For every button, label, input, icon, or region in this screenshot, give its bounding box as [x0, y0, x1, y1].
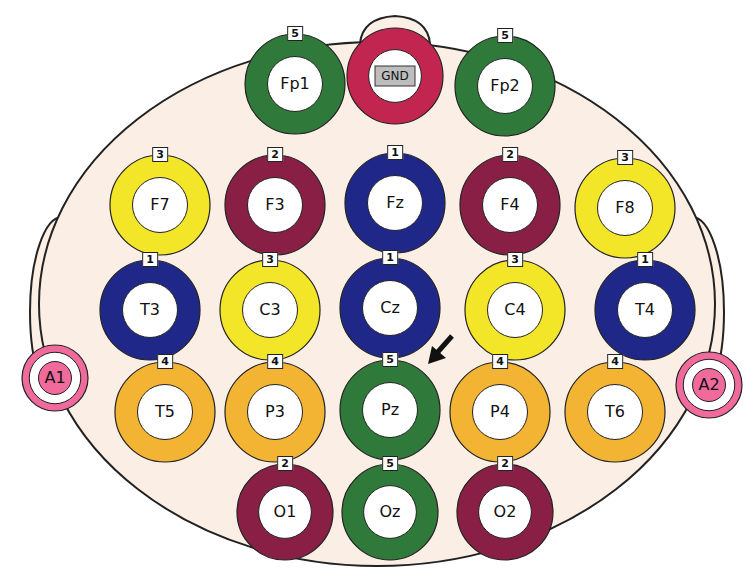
- electrode-label: T3: [140, 302, 160, 318]
- electrode: A1: [20, 343, 90, 413]
- callout-number: 2: [277, 456, 293, 471]
- electrode-label: O1: [274, 504, 297, 520]
- electrode-label: GND: [381, 70, 409, 82]
- callout-number: 5: [287, 26, 303, 41]
- callout-number: 2: [267, 147, 283, 162]
- callout-number: 3: [262, 252, 278, 267]
- electrode: 3C4: [463, 258, 567, 362]
- electrode-label: Oz: [380, 504, 401, 520]
- callout-number: 2: [497, 456, 513, 471]
- callout-number: 1: [382, 250, 398, 265]
- electrode-label: F3: [265, 197, 284, 213]
- electrode: 2O2: [455, 462, 555, 562]
- electrode-label: P4: [490, 404, 510, 420]
- electrode: 5Pz: [338, 358, 442, 462]
- electrode: 4T5: [113, 360, 217, 464]
- pointer-arrow: [428, 336, 452, 364]
- electrode: 2F4: [458, 153, 562, 257]
- electrode: 1T3: [98, 258, 202, 362]
- callout-number: 3: [507, 252, 523, 267]
- callout-number: 4: [267, 354, 283, 369]
- electrode: 4P4: [448, 360, 552, 464]
- callout-number: 4: [492, 354, 508, 369]
- electrode: 3F8: [573, 156, 677, 260]
- callout-number: 1: [637, 252, 653, 267]
- electrode-label: T6: [605, 404, 625, 420]
- electrode: 5Oz: [340, 462, 440, 562]
- electrode: 2F3: [223, 153, 327, 257]
- electrode: 1Fz: [343, 151, 447, 255]
- callout-number: 3: [152, 147, 168, 162]
- electrode: 5Fp2: [453, 34, 557, 138]
- callout-number: 5: [497, 28, 513, 43]
- electrode-label: C4: [504, 302, 525, 318]
- electrode: 4T6: [563, 360, 667, 464]
- electrode-label: F7: [150, 197, 169, 213]
- callout-number: 5: [382, 456, 398, 471]
- electrode: 4P3: [223, 360, 327, 464]
- callout-number: 4: [607, 354, 623, 369]
- electrode-label: F4: [500, 197, 519, 213]
- electrode-label: Fp2: [490, 78, 520, 94]
- electrode-label: T4: [635, 302, 655, 318]
- electrode: A2: [674, 350, 744, 420]
- electrode: 1Cz: [338, 256, 442, 360]
- callout-number: 3: [617, 150, 633, 165]
- electrode-label: F8: [615, 200, 634, 216]
- callout-number: 1: [387, 145, 403, 160]
- electrode-label: Cz: [380, 300, 400, 316]
- electrode-label: A1: [44, 370, 65, 386]
- callout-number: 4: [157, 354, 173, 369]
- callout-number: 5: [382, 352, 398, 367]
- electrode: 1T4: [593, 258, 697, 362]
- callout-number: 2: [502, 147, 518, 162]
- electrode: 5Fp1: [243, 32, 347, 136]
- electrode-label: Fz: [386, 195, 404, 211]
- electrode-label: Fp1: [280, 76, 310, 92]
- electrode-label: C3: [259, 302, 280, 318]
- electrode-label: T5: [155, 404, 175, 420]
- electrode: GND: [345, 26, 445, 126]
- electrode: 3F7: [108, 153, 212, 257]
- electrode: 3C3: [218, 258, 322, 362]
- electrode: 2O1: [235, 462, 335, 562]
- electrode-label: O2: [494, 504, 517, 520]
- electrode-label: A2: [698, 377, 719, 393]
- electrode-label: Pz: [381, 402, 399, 418]
- electrode-label: P3: [265, 404, 285, 420]
- callout-number: 1: [142, 252, 158, 267]
